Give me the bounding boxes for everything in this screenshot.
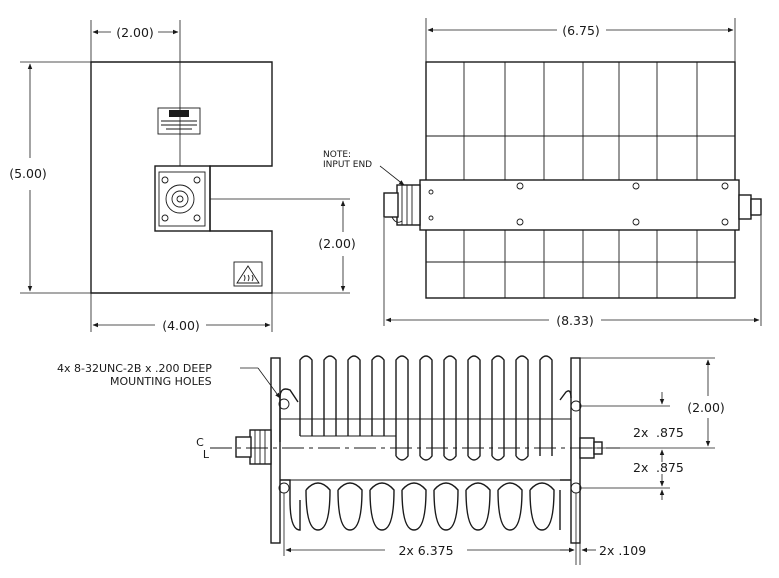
centerline-symbol-c: C: [196, 436, 204, 449]
note-line2: INPUT END: [323, 160, 372, 170]
lower-hole-dimension: 2x .875: [580, 460, 684, 500]
height-dimension: (5.00): [9, 61, 91, 294]
model-label-plate: [157, 107, 201, 135]
mounting-holes-callout: 4x 8-32UNC-2B x .200 DEEP MOUNTING HOLES: [57, 362, 281, 399]
end-height-label: (2.00): [687, 400, 725, 415]
top-offset-dimension: (2.00): [90, 20, 181, 166]
heatsink-width-label: (6.75): [562, 23, 600, 38]
centerline-symbol-l: L: [203, 448, 210, 461]
heatsink-fins: [426, 62, 735, 298]
upper-fins: [279, 355, 572, 461]
overall-length-dimension: (8.33): [383, 216, 762, 328]
connector-block: [154, 165, 211, 232]
hot-surface-icon: [233, 261, 263, 287]
holes-callout-line1: 4x 8-32UNC-2B x .200 DEEP: [57, 362, 212, 375]
upper-hole-value: .875: [656, 425, 684, 440]
input-connector: [383, 184, 421, 226]
upper-hole-count: 2x: [633, 425, 648, 440]
note-line1: NOTE:: [323, 150, 351, 160]
heatsink-width-dimension: (6.75): [425, 18, 736, 62]
edge-offset-dimension: 2x .109: [560, 543, 646, 565]
lower-hole-value: .875: [656, 460, 684, 475]
hole-span-dimension: 2x 6.375: [283, 493, 577, 565]
lower-hole-count: 2x: [633, 460, 648, 475]
width-dimension: (4.00): [90, 293, 273, 333]
end-view: C L 4x 8-32UNC-2B x .200 DEEP MOUNTING H…: [57, 355, 725, 565]
upper-hole-dimension: 2x .875: [580, 392, 684, 462]
top-view-outline: [90, 61, 273, 294]
holes-callout-line2: MOUNTING HOLES: [110, 375, 212, 388]
top-view: (2.00) (5.00) (2.00) (4.00): [9, 20, 356, 333]
connector-height-label: (2.00): [318, 236, 356, 251]
end-height-dimension: (2.00): [580, 357, 725, 449]
mounting-rail: [419, 179, 740, 231]
side-view: NOTE: INPUT END (6.75) (8.33): [323, 18, 762, 328]
hole-span-label: 2x 6.375: [398, 543, 453, 558]
lower-fins: [280, 479, 571, 531]
left-end-plate: [270, 357, 281, 544]
connector-height-dimension: (2.00): [210, 198, 356, 294]
output-connector: [738, 194, 762, 220]
width-label: (4.00): [162, 318, 200, 333]
height-label: (5.00): [9, 166, 47, 181]
overall-length-label: (8.33): [556, 313, 594, 328]
top-offset-label: (2.00): [116, 25, 154, 40]
edge-offset-label: 2x .109: [599, 543, 646, 558]
end-view-connector: [235, 429, 603, 465]
input-end-note: NOTE: INPUT END: [323, 150, 405, 186]
right-end-plate: [570, 357, 581, 544]
